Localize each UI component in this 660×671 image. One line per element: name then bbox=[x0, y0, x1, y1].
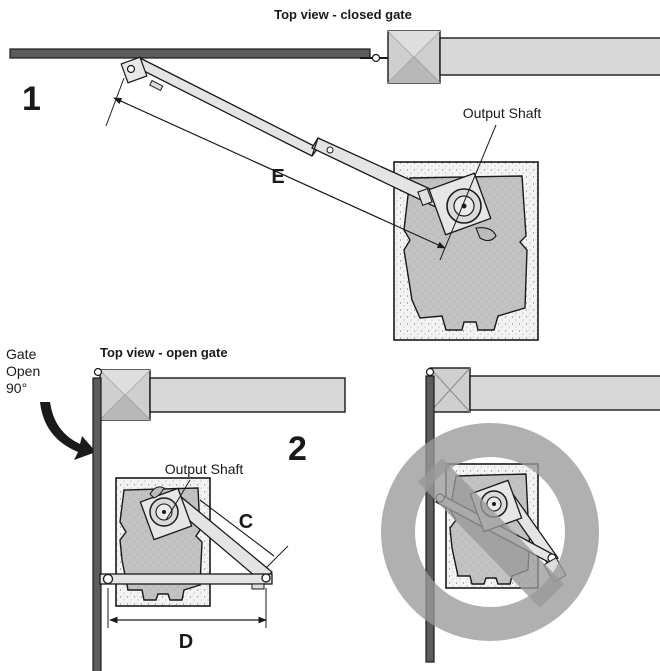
figure-2-open-gate: Gate Open 90° Top view - open gate 2 bbox=[6, 345, 346, 671]
open-output-shaft-leader bbox=[165, 479, 191, 521]
step-number-2: 2 bbox=[288, 430, 307, 468]
open-output-shaft bbox=[139, 486, 193, 541]
dimension-c-tick bbox=[265, 545, 289, 569]
open-arm bbox=[99, 495, 273, 590]
closed-gate-pillar bbox=[387, 30, 441, 84]
gate-open-note-line-3: 90° bbox=[6, 380, 27, 396]
prohibited-icon bbox=[381, 423, 599, 641]
gate-open-note-line-2: Open bbox=[6, 363, 40, 379]
dimension-c-line bbox=[199, 499, 275, 557]
open-output-shaft-label: Output Shaft bbox=[165, 461, 244, 477]
open-gate-wall bbox=[149, 377, 346, 413]
figure-1-closed-gate: Top view - closed gate 1 bbox=[9, 7, 660, 341]
figure-2-title: Top view - open gate bbox=[100, 345, 228, 360]
step-number-1: 1 bbox=[22, 80, 41, 118]
dimension-e-label: E bbox=[271, 166, 284, 188]
closed-gate-hinge bbox=[371, 53, 381, 63]
incorrect-wall bbox=[469, 375, 660, 411]
closed-output-shaft-label: Output Shaft bbox=[463, 105, 542, 121]
open-gate-hinge bbox=[93, 367, 103, 377]
gate-open-note-line-1: Gate bbox=[6, 346, 37, 362]
figure-1-title: Top view - closed gate bbox=[274, 7, 412, 22]
open-gate-pillar bbox=[99, 369, 151, 421]
incorrect-pillar bbox=[429, 367, 471, 413]
closed-gate-wall bbox=[439, 37, 660, 76]
dimension-e-line bbox=[113, 97, 446, 249]
dimension-c-label: C bbox=[239, 511, 253, 533]
open-gate-panel bbox=[92, 377, 102, 671]
closed-gate-panel bbox=[9, 48, 371, 59]
dimension-e-tick bbox=[105, 77, 125, 127]
closed-output-shaft-leader bbox=[439, 124, 497, 261]
incorrect-gate-hinge bbox=[425, 367, 435, 377]
dimension-d-label: D bbox=[179, 631, 193, 653]
figure-incorrect-installation bbox=[381, 367, 660, 663]
gate-swing-arrow bbox=[40, 402, 96, 460]
